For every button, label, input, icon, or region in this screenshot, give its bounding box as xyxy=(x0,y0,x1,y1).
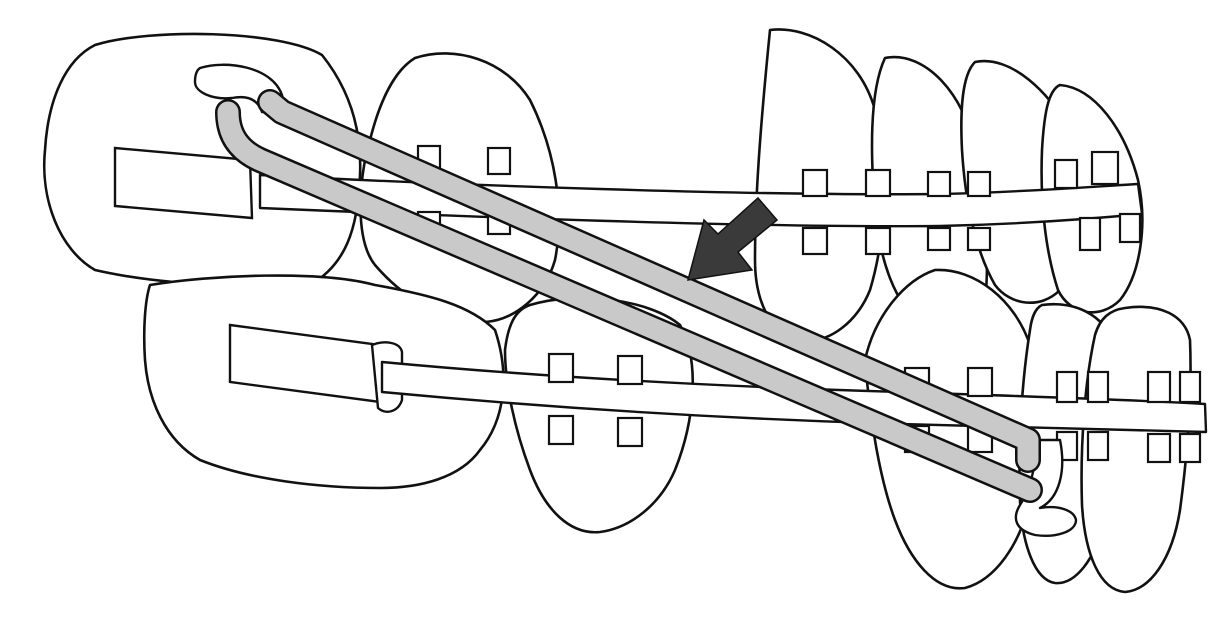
elastic-band-outer xyxy=(217,101,1041,501)
lower-bracket xyxy=(1055,370,1079,404)
lower-bracket xyxy=(616,416,644,448)
upper-bracket xyxy=(801,226,829,256)
upper-bracket xyxy=(864,168,892,198)
lower-bracket xyxy=(1146,370,1172,404)
upper-bracket xyxy=(1078,216,1102,252)
lower-bracket xyxy=(1178,370,1202,404)
upper-bracket xyxy=(801,168,829,198)
upper-bracket xyxy=(1053,158,1079,190)
lower-bracket xyxy=(616,354,644,386)
upper-bracket xyxy=(864,226,892,256)
elastic-group xyxy=(193,63,1078,537)
upper-bracket xyxy=(926,170,952,198)
upper-bracket xyxy=(1090,150,1120,186)
elastic-band-inner xyxy=(259,91,1039,471)
lower-bracket xyxy=(1086,370,1110,404)
upper-brackets xyxy=(416,144,1142,256)
lower-bracket xyxy=(547,352,575,384)
lower-bracket xyxy=(547,414,575,446)
lower-bracket xyxy=(1146,432,1172,464)
upper-bracket xyxy=(966,170,992,198)
upper-bracket xyxy=(1118,212,1142,244)
upper-bracket xyxy=(926,226,952,252)
lower-bracket xyxy=(1178,432,1202,464)
upper-bracket xyxy=(966,226,992,252)
arrow-down-left-icon xyxy=(686,196,779,281)
upper-bracket xyxy=(486,146,512,176)
lower-bracket xyxy=(1086,430,1110,462)
lower-bracket xyxy=(966,366,994,398)
upper-molar-tube xyxy=(113,146,254,220)
